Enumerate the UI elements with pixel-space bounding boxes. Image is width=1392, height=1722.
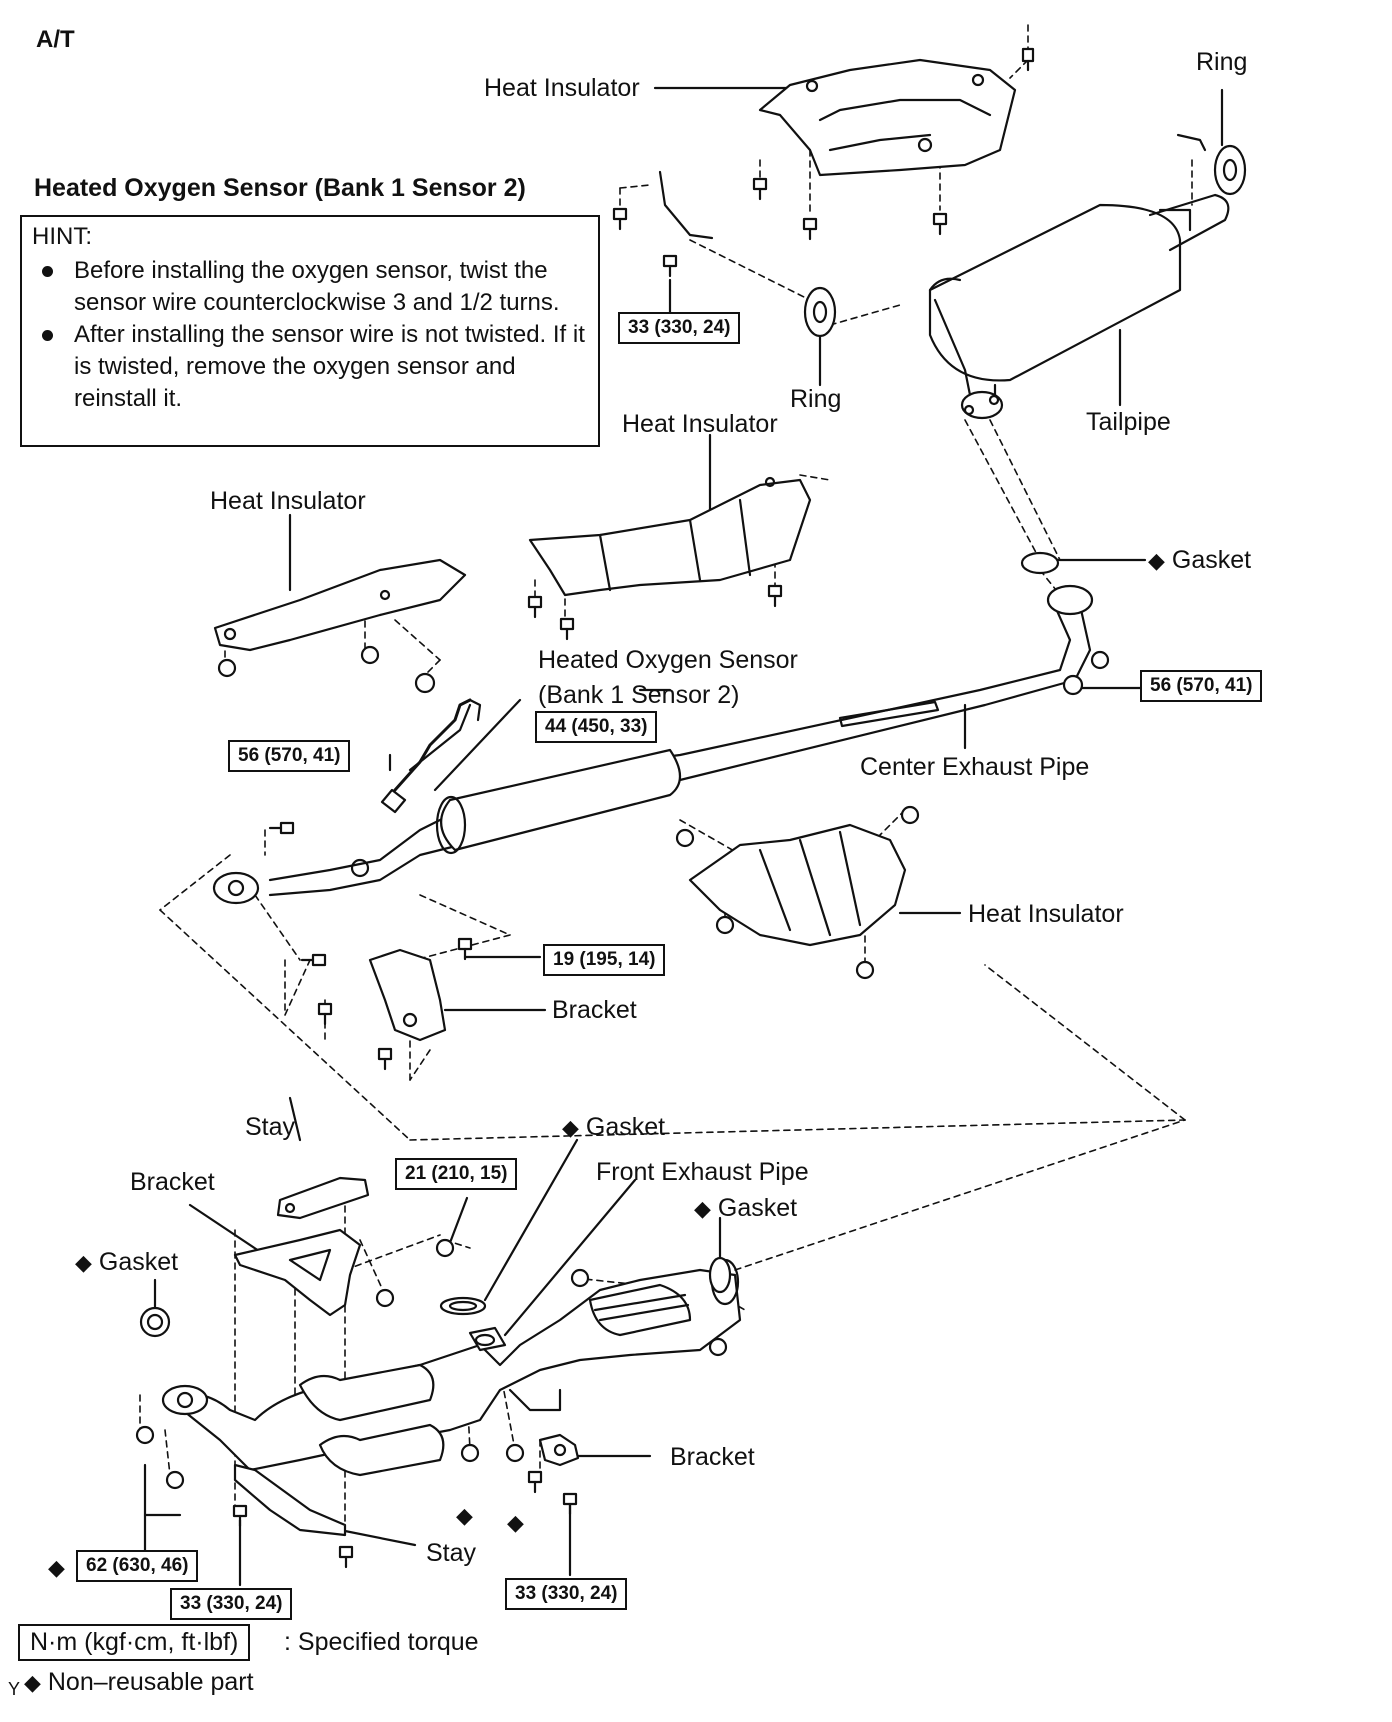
legend-torque-desc: : Specified torque	[284, 1628, 479, 1656]
label-center-exhaust-pipe: Center Exhaust Pipe	[860, 753, 1090, 781]
hint-title: HINT:	[32, 223, 92, 250]
legend-nonreusable: ◆ Non–reusable part	[24, 1668, 254, 1696]
bracket-mid	[368, 948, 447, 1042]
center-exhaust-pipe	[212, 584, 1094, 905]
label-sensor-line1: Heated Oxygen Sensor	[538, 646, 798, 674]
heat-insulator-right	[688, 823, 907, 947]
sensor-section-title: Heated Oxygen Sensor (Bank 1 Sensor 2)	[34, 174, 526, 202]
label-heat-insulator-top: Heat Insulator	[484, 74, 640, 102]
label-gasket-tail-text: Gasket	[1171, 546, 1252, 574]
label-bracket-mid: Bracket	[552, 996, 637, 1024]
alignment-lines	[139, 24, 1193, 1531]
torque-spec: 33 (330, 24)	[505, 1578, 628, 1610]
label-gasket-front-left-text: Gasket	[98, 1248, 179, 1276]
nonreusable-marker: ◆	[507, 1510, 524, 1535]
legend-torque-unit: N·m (kgf·cm, ft·lbf)	[18, 1624, 251, 1661]
label-gasket-front-top-text: Gasket	[585, 1113, 666, 1141]
label-front-exhaust-pipe: Front Exhaust Pipe	[596, 1158, 809, 1186]
label-sensor-line2: (Bank 1 Sensor 2)	[538, 681, 740, 709]
nonreusable-marker: ◆	[456, 1503, 473, 1528]
label-bracket-front: Bracket	[130, 1168, 215, 1196]
gasket-rear	[1020, 551, 1060, 575]
label-gasket-tail: ◆ Gasket	[1148, 546, 1252, 574]
heat-insulator-top	[758, 58, 1017, 177]
label-stay-top: Stay	[245, 1113, 296, 1141]
label-bracket-bottom: Bracket	[670, 1443, 755, 1471]
label-heat-insulator-right: Heat Insulator	[968, 900, 1124, 928]
label-heat-insulator-center: Heat Insulator	[622, 410, 778, 438]
label-gasket-front-right-text: Gasket	[717, 1194, 798, 1222]
heat-insulator-center	[528, 476, 812, 597]
hint-item: Before installing the oxygen sensor, twi…	[32, 255, 588, 319]
legend-nonreusable-text: Non–reusable part	[47, 1668, 254, 1696]
label-gasket-front-right: ◆ Gasket	[694, 1194, 798, 1222]
tailpipe	[928, 193, 1230, 420]
label-heat-insulator-left: Heat Insulator	[210, 487, 366, 515]
torque-spec: 33 (330, 24)	[170, 1588, 293, 1620]
leader-lines	[143, 86, 1224, 1587]
torque-spec: 56 (570, 41)	[1140, 670, 1263, 702]
rubber-rings	[658, 133, 1247, 338]
stay-and-bracket-front	[233, 1176, 370, 1317]
stay-bottom	[233, 1463, 347, 1537]
torque-spec: 44 (450, 33)	[535, 711, 658, 743]
torque-spec: 19 (195, 14)	[543, 944, 666, 976]
hint-item: After installing the sensor wire is not …	[32, 319, 588, 415]
bracket-bottom	[538, 1433, 580, 1467]
transmission-label: A/T	[36, 26, 75, 53]
torque-spec: 62 (630, 46)	[76, 1550, 199, 1582]
torque-spec: 56 (570, 41)	[228, 740, 351, 772]
label-ring-top: Ring	[1196, 48, 1248, 76]
label-gasket-front-top: ◆ Gasket	[562, 1113, 666, 1141]
label-gasket-front-left: ◆ Gasket	[75, 1248, 179, 1276]
torque-spec: 33 (330, 24)	[618, 312, 741, 344]
nonreusable-marker: ◆	[48, 1555, 65, 1580]
legend-corner-mark: Y	[8, 1679, 21, 1699]
gaskets-front	[139, 1256, 732, 1338]
front-exhaust-pipe	[161, 1258, 742, 1477]
fasteners	[135, 47, 1110, 1569]
label-ring-mid: Ring	[790, 385, 842, 413]
label-tailpipe: Tailpipe	[1086, 408, 1171, 436]
oxygen-sensor	[393, 698, 482, 792]
heat-insulator-left	[213, 558, 467, 652]
torque-spec: 21 (210, 15)	[395, 1158, 518, 1190]
label-stay-bottom: Stay	[426, 1539, 477, 1567]
hint-box: HINT: Before installing the oxygen senso…	[20, 215, 600, 447]
